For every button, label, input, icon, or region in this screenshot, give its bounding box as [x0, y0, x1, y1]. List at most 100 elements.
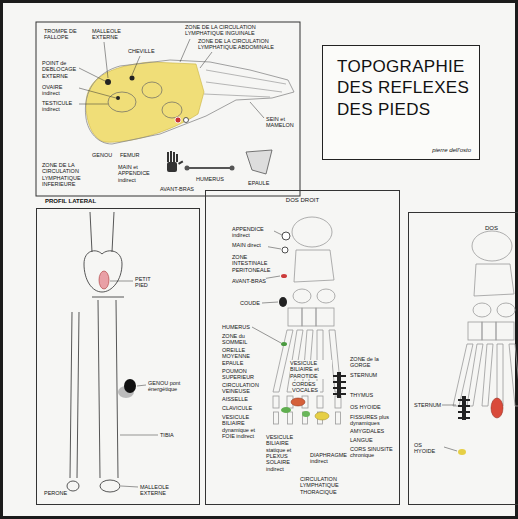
- dorsal-foot: [467, 344, 483, 406]
- part-label: ZONE de la GORGE: [350, 356, 384, 369]
- part-label: ZONE du SOMMEIL: [222, 333, 262, 346]
- part-label: AVANT-BRAS: [232, 278, 266, 284]
- part-label: HUMERUS: [222, 324, 250, 330]
- humerus-symbol: [230, 166, 235, 171]
- lateral-foot: [175, 117, 181, 123]
- humerus-symbol: [185, 166, 190, 171]
- dorsal-foot: [468, 322, 482, 340]
- hand-symbol: [173, 152, 175, 162]
- part-label: EPAULE: [248, 180, 269, 186]
- dorsal-foot: [316, 308, 334, 326]
- leg-profile: [90, 212, 114, 252]
- leg-profile: [92, 297, 124, 478]
- dorsal-foot: [317, 289, 335, 303]
- reflex-zone: [302, 411, 310, 417]
- dorsal-foot: [509, 344, 518, 406]
- part-label: POUMON SUPERIEUR: [222, 368, 260, 381]
- part-label: ZONE DE LA CIRCULATION LYMPHATIQUE INFER…: [42, 162, 102, 187]
- dorsal-foot: [482, 322, 496, 340]
- part-label: THYMUS: [350, 392, 373, 398]
- part-label: MAIN direct: [232, 242, 268, 248]
- lateral-foot: [162, 102, 182, 118]
- leg-profile: [84, 251, 122, 292]
- part-label: PERONE: [44, 490, 67, 496]
- lateral-foot: [184, 118, 189, 123]
- hand-symbol: [167, 151, 183, 172]
- part-label: TROMPE DE FALLOPE: [44, 28, 82, 41]
- lateral-foot: [142, 82, 162, 98]
- lateral-foot: [116, 96, 120, 100]
- lateral-foot: [85, 60, 294, 144]
- leader-line: [79, 39, 264, 118]
- part-label: OS HYOIDE: [414, 442, 440, 455]
- reflex-zone: [458, 449, 466, 455]
- reflex-zone: [282, 247, 288, 253]
- dorsal-foot: [317, 396, 323, 408]
- part-label: VESICULE BILIAIRE dynamique et FOIE indi…: [222, 414, 262, 439]
- part-label: CORDES VOCALES: [292, 381, 320, 394]
- hand-symbol: [176, 154, 178, 162]
- sternum-symbol: [333, 381, 346, 383]
- sternum-symbol: [333, 372, 346, 398]
- part-label: CORS SINUSITE chronique: [350, 446, 396, 459]
- humerus-symbol: [185, 166, 235, 171]
- reflex-zone: [491, 398, 503, 418]
- hand-symbol: [167, 152, 169, 162]
- dorsal-foot: [472, 231, 512, 261]
- part-label: OVAIRE indirect: [42, 84, 76, 97]
- part-label: AMYGDALES: [350, 428, 384, 434]
- sternum-symbol: [458, 396, 470, 420]
- part-label: CLAVICULE: [222, 405, 252, 411]
- sternum-symbol: [458, 417, 470, 419]
- dorsal-foot: [273, 396, 279, 408]
- lateral-foot: [204, 70, 286, 97]
- dorsal-foot: [292, 217, 332, 247]
- reflex-zone: [281, 342, 287, 346]
- reflex-zone: [281, 407, 291, 413]
- part-label: TESTICULE indirect: [42, 100, 76, 113]
- reflex-zone: [99, 271, 109, 289]
- part-label: STERNUM: [414, 402, 441, 408]
- part-label: OS HYOIDE: [350, 404, 381, 410]
- leg-profile: [70, 312, 79, 478]
- dorsal-foot: [453, 231, 518, 406]
- lateral-foot: [108, 92, 136, 112]
- part-label: SEIN et MAMELON: [266, 116, 296, 129]
- part-label: AISSELLE: [222, 396, 248, 402]
- hand-symbol: [170, 151, 172, 162]
- part-label: CIRCULATION LYMPHATIQUE THORACIQUE: [300, 476, 360, 495]
- dorsal-foot: [336, 412, 341, 424]
- leader-line: [442, 405, 457, 451]
- dorsal-foot: [293, 289, 311, 303]
- sternum-symbol: [458, 411, 470, 413]
- panel: DOS: [408, 212, 518, 505]
- lateral-foot: [105, 79, 111, 85]
- poster-title: TOPOGRAPHIE DES REFLEXES DES PIEDS: [337, 56, 472, 120]
- title-box: TOPOGRAPHIE DES REFLEXES DES PIEDSpierre…: [322, 45, 480, 160]
- dorsal-foot: [294, 250, 334, 282]
- dorsal-foot: [474, 264, 514, 296]
- dorsal-foot: [473, 303, 491, 317]
- panel-border: [36, 22, 300, 196]
- part-label: ZONE DE LA CIRCULATION LYMPHATIQUE INGUI…: [185, 24, 293, 37]
- reflex-zone: [279, 297, 287, 307]
- part-label: GENOU: [92, 152, 112, 158]
- reflex-zone: [282, 232, 290, 240]
- sternum-symbol: [333, 375, 346, 377]
- sternum-symbol: [458, 405, 470, 407]
- leader-line: [79, 39, 264, 118]
- leg-profile: [67, 481, 79, 491]
- part-label: AVANT-BRAS: [160, 186, 194, 192]
- dorsal-foot: [497, 344, 503, 406]
- hand-symbol: [178, 161, 183, 165]
- part-label: MAIN et APPENDICE indirect: [118, 164, 158, 183]
- leader-line: [442, 405, 457, 451]
- part-label: CIRCULATION VEINEUSE: [222, 382, 266, 395]
- panel-heading: DOS DROIT: [206, 197, 399, 203]
- part-label: VESICULE BILIAIRE et PAROTIDE: [290, 360, 332, 379]
- reflex-zone: [315, 412, 329, 420]
- part-label: VESICULE BILIAIRE statique et PLEXUS SOL…: [266, 434, 308, 472]
- part-label: FEMUR: [120, 152, 140, 158]
